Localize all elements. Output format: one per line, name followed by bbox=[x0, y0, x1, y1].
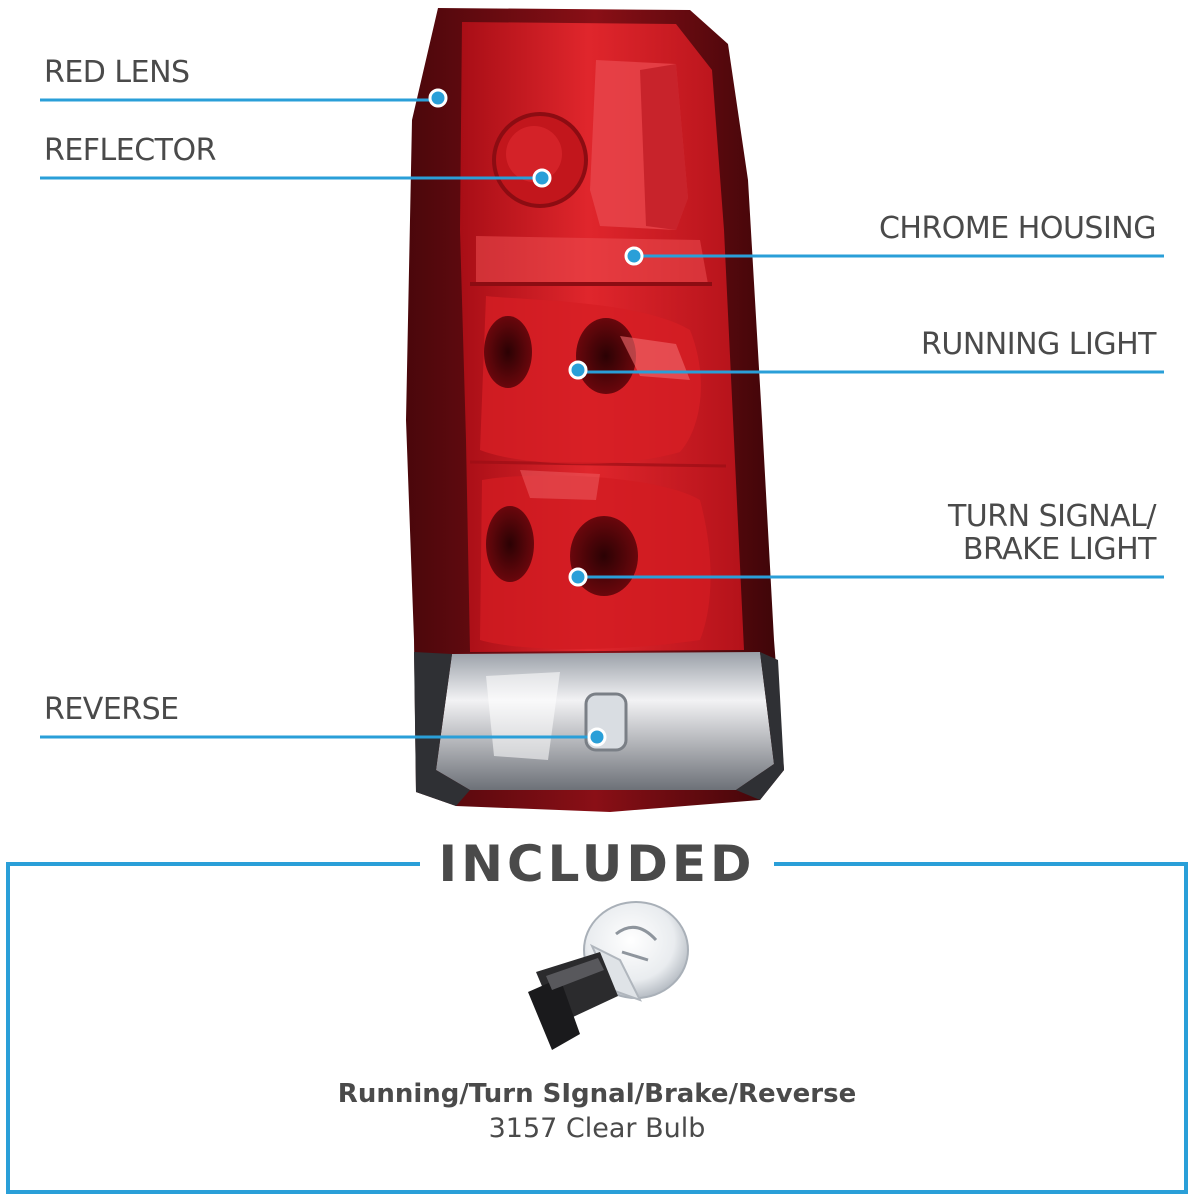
reverse-smoke-frame bbox=[414, 652, 470, 806]
running-light-label: RUNNING LIGHT bbox=[921, 327, 1156, 362]
bulb-wedge-tab bbox=[528, 978, 580, 1050]
running-light-highlight bbox=[620, 336, 690, 380]
reverse-dot bbox=[587, 727, 607, 747]
reflector-label: REFLECTOR bbox=[44, 133, 216, 168]
included-box bbox=[6, 862, 1188, 1194]
running-light-socket-left bbox=[484, 316, 532, 388]
red-lens-label: RED LENS bbox=[44, 55, 190, 90]
corner-reflector-shade bbox=[640, 64, 688, 230]
chrome-housing-dot bbox=[624, 246, 644, 266]
reflector-dot bbox=[532, 168, 552, 188]
reverse-chrome-reflection bbox=[486, 672, 560, 760]
reverse-label: REVERSE bbox=[44, 692, 179, 727]
included-box-frame bbox=[6, 862, 1188, 1194]
bulb-wedge-highlight bbox=[546, 958, 604, 990]
bulb-3157-icon bbox=[528, 901, 689, 1050]
turn-signal-label: TURN SIGNAL/ BRAKE LIGHT bbox=[947, 499, 1157, 567]
lens-divider-2 bbox=[469, 460, 727, 468]
brake-light-socket-left bbox=[486, 506, 534, 582]
included-title: INCLUDED bbox=[438, 835, 756, 893]
turn-signal-label-line1: TURN SIGNAL/ bbox=[947, 499, 1157, 534]
turn-signal-dot bbox=[568, 567, 588, 587]
turn-signal-label-line2: BRAKE LIGHT bbox=[962, 532, 1157, 567]
bulb-type-text: 3157 Clear Bulb bbox=[488, 1113, 706, 1144]
running-light-socket bbox=[576, 318, 636, 394]
chrome-housing-area bbox=[476, 236, 708, 284]
bulb-filament bbox=[615, 925, 658, 962]
callout-lines bbox=[40, 98, 1164, 739]
tail-light-assembly bbox=[406, 8, 784, 812]
round-reflector-inner bbox=[506, 126, 562, 182]
round-reflector-ring bbox=[492, 112, 588, 208]
red-lens-dot bbox=[428, 88, 448, 108]
callout-dots bbox=[428, 88, 644, 747]
chrome-housing-label: CHROME HOUSING bbox=[878, 211, 1157, 246]
running-light-dot bbox=[568, 360, 588, 380]
reverse-smoke-frame-right bbox=[736, 652, 784, 800]
brake-light-highlight bbox=[520, 470, 600, 500]
bulb-usage-text: Running/Turn SIgnal/Brake/Reverse bbox=[337, 1079, 857, 1109]
